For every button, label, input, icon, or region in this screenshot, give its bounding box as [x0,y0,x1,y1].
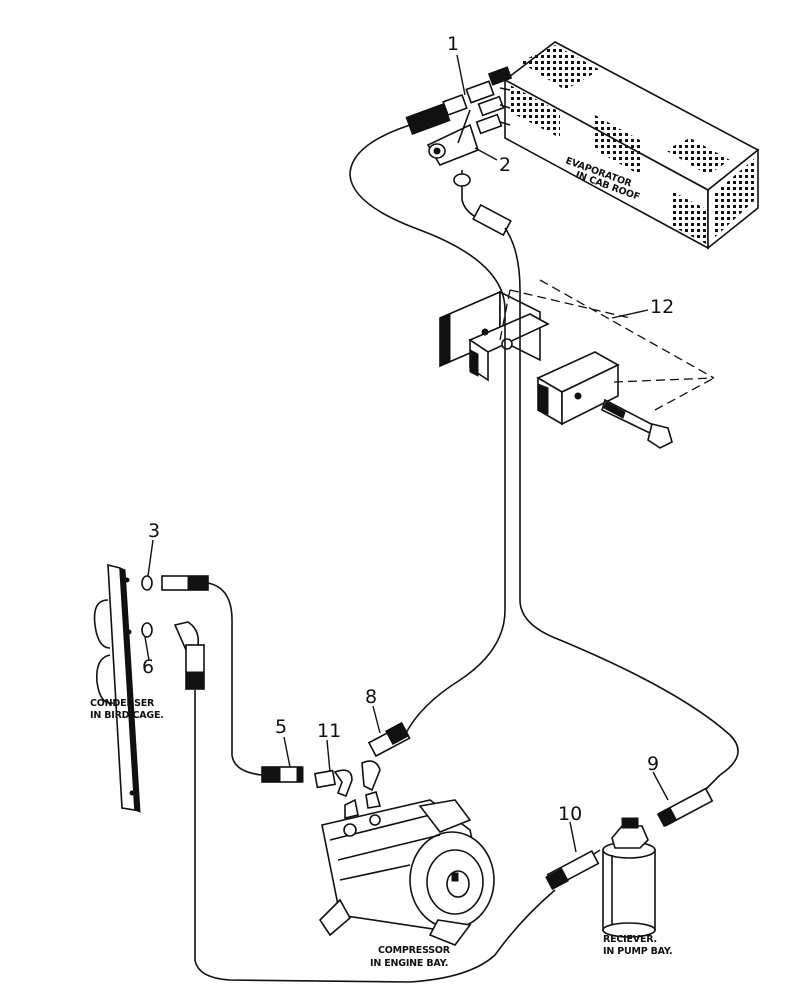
leader-11 [326,739,331,773]
clamp-half [536,351,620,426]
callout-1: 1 [447,33,459,55]
callout-8: 8 [365,686,377,708]
compressor-suction-elbow [333,769,353,798]
discharge-hose [349,124,506,736]
leader-6 [144,636,150,661]
condenser-plate [93,563,141,813]
valve-outlet-nut [453,173,471,187]
leader-10 [569,821,577,853]
callout-11: 11 [317,720,341,742]
callout-2: 2 [499,154,511,176]
compressor-discharge-elbow [361,760,381,792]
callout-9: 9 [647,753,659,775]
leader-2 [474,147,498,161]
leader-1 [456,54,466,96]
receiver-label-line2: IN PUMP BAY. [603,946,672,957]
callout-10: 10 [558,803,582,825]
leader-8 [372,705,381,734]
compressor-unit [318,791,495,946]
clamp-bolt [601,398,673,449]
o-ring-3 [141,575,153,591]
compressor-label-line1: COMPRESSOR [378,945,451,956]
receiver-label-line1: RECIEVER. [603,934,657,945]
o-ring-6 [141,622,153,638]
compressor-label-line2: IN ENGINE BAY. [370,958,448,969]
callout-6: 6 [142,656,154,678]
leader-5 [283,736,291,768]
callout-5: 5 [275,716,287,738]
expansion-valve-block [405,66,513,166]
hose-clamp-bracket [439,290,550,382]
liquid-hose-to-receiver [504,227,739,791]
leader-3 [147,539,154,577]
condenser-label-line1: CONDENSER [90,698,155,709]
receiver-drier [602,817,656,938]
suction-hose-fitting-top [472,203,512,237]
evaporator-unit [503,41,760,250]
condenser-label-line2: IN BIRD CAGE. [90,710,164,721]
condenser-inlet-hose [194,690,556,983]
condenser-outlet-hose [207,582,263,776]
callout-12: 12 [650,296,674,318]
callout-3: 3 [148,520,160,542]
compressor-fitting-11 [313,769,337,789]
leader-9 [652,771,669,801]
